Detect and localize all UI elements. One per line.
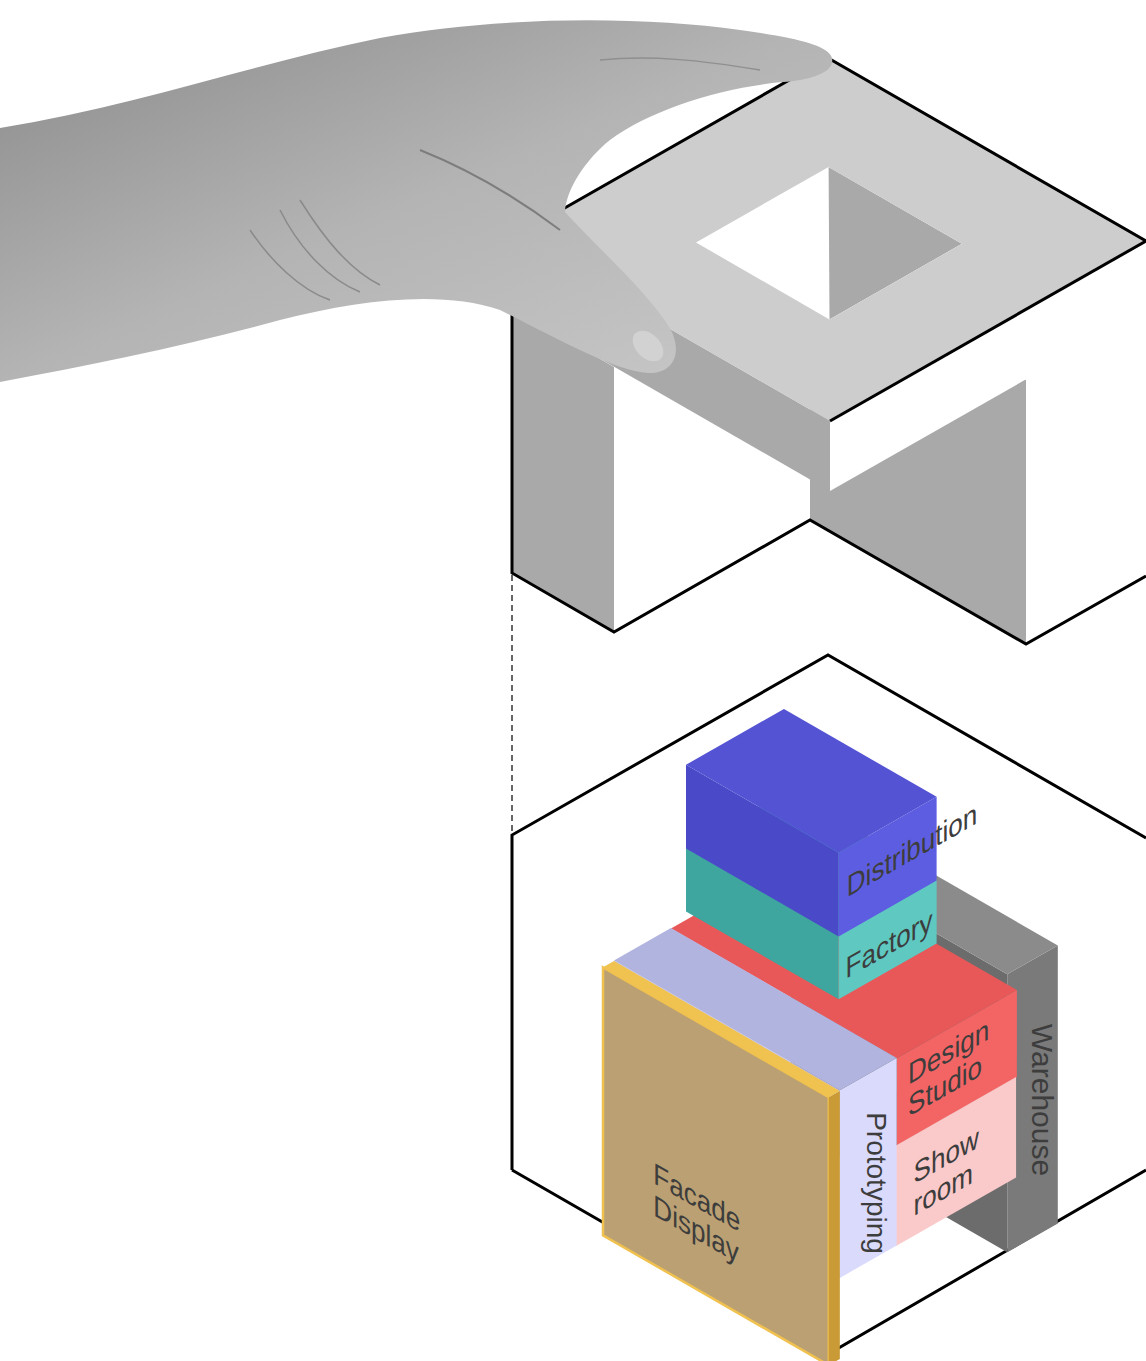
block-face	[686, 792, 937, 936]
program-block: Show room	[896, 1077, 1016, 1246]
block-face	[603, 961, 840, 1097]
courtyard-hole	[696, 167, 962, 320]
hand-crease	[250, 200, 380, 300]
block-edge	[830, 241, 1146, 421]
hand	[0, 20, 832, 382]
block-face	[686, 709, 937, 853]
block-face	[791, 821, 1058, 974]
hand-crease	[420, 150, 560, 230]
thumb-nail	[627, 325, 669, 367]
block-face	[840, 1058, 897, 1278]
block-label: Warehouse	[1026, 1024, 1058, 1176]
block-face	[828, 1090, 839, 1361]
courtyard-wall	[829, 167, 962, 320]
block-shape	[686, 709, 937, 936]
program-block: Distribution	[686, 709, 937, 936]
guide-line	[511, 575, 513, 835]
finger-line	[600, 58, 760, 70]
hand-photo	[0, 20, 832, 382]
program-block: Facade Display	[603, 961, 840, 1361]
block-face	[896, 1077, 1016, 1246]
block-label: Prototyping	[861, 1112, 890, 1254]
block-shape	[603, 961, 840, 1361]
